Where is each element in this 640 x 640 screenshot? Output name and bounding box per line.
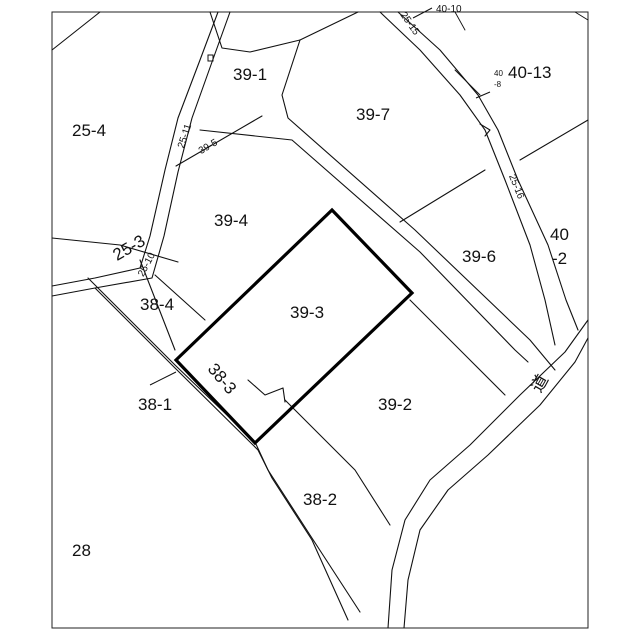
- parcel-label-38-3: 38-3: [204, 360, 240, 398]
- boundary-line: [154, 274, 206, 321]
- parcel-label-39-2: 39-2: [378, 395, 412, 414]
- road-edge: [379, 11, 556, 346]
- boundary-line: [454, 69, 481, 96]
- parcel-label-40-2-top: 40: [550, 225, 569, 244]
- parcel-label-39-4: 39-4: [214, 211, 248, 230]
- parcel-label-25-4: 25-4: [72, 121, 106, 140]
- footpath-line: [51, 11, 231, 297]
- boundary-line: [51, 11, 101, 51]
- boundary-line: [199, 129, 529, 363]
- boundary-line: [409, 299, 506, 396]
- boundary-line: [175, 115, 263, 167]
- parcel-label-40-13: 40-13: [508, 63, 551, 82]
- parcel-label-39-7: 39-7: [356, 105, 390, 124]
- label-25-10: 25-10: [136, 251, 158, 279]
- road-edge: [454, 11, 466, 31]
- label-40-8-top: 40: [494, 69, 503, 78]
- label-25-15: 25-15: [398, 10, 422, 38]
- parcel-label-38-2: 38-2: [303, 490, 337, 509]
- road-edge: [574, 11, 589, 21]
- pointer-arrow: [475, 91, 491, 99]
- boundary-line: [94, 287, 349, 621]
- parcel-label-39-6: 39-6: [462, 247, 496, 266]
- marker-square: [207, 54, 214, 62]
- pointer-arrow: [479, 123, 491, 137]
- label-25-16: 25-16: [506, 173, 526, 201]
- boundary-line: [51, 237, 179, 263]
- boundary-line: [87, 277, 361, 613]
- road-edge: [397, 11, 579, 331]
- road-edge: [403, 337, 589, 629]
- parcel-label-38-4: 38-4: [140, 295, 174, 314]
- pointer-arrow: [149, 371, 177, 386]
- label-25-11: 25-11: [176, 122, 194, 149]
- road-label: 道: [527, 371, 552, 395]
- label-40-8-bottom: -8: [494, 80, 502, 89]
- parcel-label-28: 28: [72, 541, 91, 560]
- footpath-line: [51, 11, 219, 287]
- label-40-10: 40-10: [436, 4, 462, 15]
- label-39-5: 39-5: [197, 137, 220, 157]
- pointer-arrow: [412, 7, 433, 19]
- boundary-line: [519, 119, 589, 161]
- boundary-line: [209, 11, 359, 53]
- parcel-label-39-1: 39-1: [233, 65, 267, 84]
- boundary-line: [399, 169, 486, 223]
- parcel-label-38-1: 38-1: [138, 395, 172, 414]
- boundary-line: [284, 399, 391, 526]
- parcel-label-39-3: 39-3: [290, 303, 324, 322]
- parcel-notch: [247, 379, 286, 403]
- parcel-label-40-2-bottom: -2: [552, 249, 567, 268]
- road-edge: [387, 319, 589, 629]
- boundary-line: [139, 259, 176, 351]
- subject-parcel-outline[interactable]: [173, 207, 415, 446]
- boundary-line: [281, 39, 556, 371]
